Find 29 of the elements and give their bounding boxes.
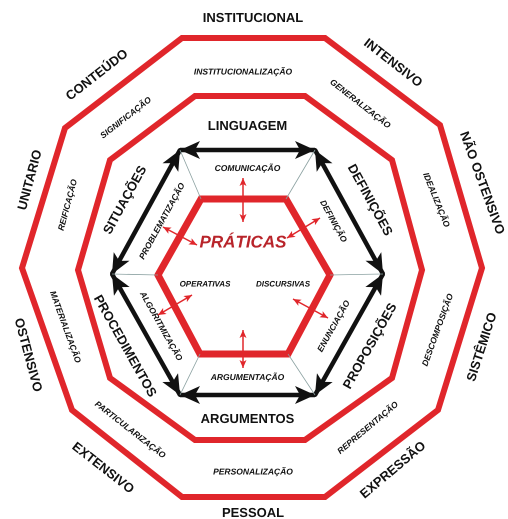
connector-line	[286, 150, 316, 200]
double-arrow	[292, 298, 328, 319]
double-arrow	[240, 330, 246, 368]
process-label: INSTITUCIONALIZAÇÃO	[194, 67, 292, 77]
facet-label: INSTITUCIONAL	[202, 10, 304, 26]
double-arrow	[313, 148, 385, 276]
double-arrow	[180, 141, 315, 159]
practice-label: OPERATIVAS	[180, 280, 230, 290]
process-label: PERSONALIZAÇÃO	[213, 467, 293, 477]
double-arrow	[110, 272, 182, 396]
connector-line	[180, 354, 200, 396]
process-label: ARGUMENTAÇÃO	[210, 371, 286, 384]
center-title: PRÁTICAS	[200, 234, 286, 252]
double-arrow	[110, 148, 182, 276]
connector-line	[112, 274, 158, 276]
double-arrow	[240, 178, 246, 222]
facet-label: PESSOAL	[222, 506, 284, 519]
edge-label: ARGUMENTOS	[200, 411, 294, 427]
connector-line	[288, 354, 316, 396]
connector-line	[330, 274, 384, 276]
practice-label: DISCURSIVAS	[256, 280, 310, 290]
double-arrow	[180, 386, 315, 404]
connector-line	[180, 150, 202, 200]
edge-label: LINGUAGEM	[208, 118, 288, 134]
double-arrow	[286, 217, 320, 239]
process-label: COMUNICAÇÃO	[214, 162, 282, 175]
double-arrow	[162, 226, 198, 246]
double-arrow	[313, 272, 385, 396]
double-arrow	[158, 294, 192, 316]
